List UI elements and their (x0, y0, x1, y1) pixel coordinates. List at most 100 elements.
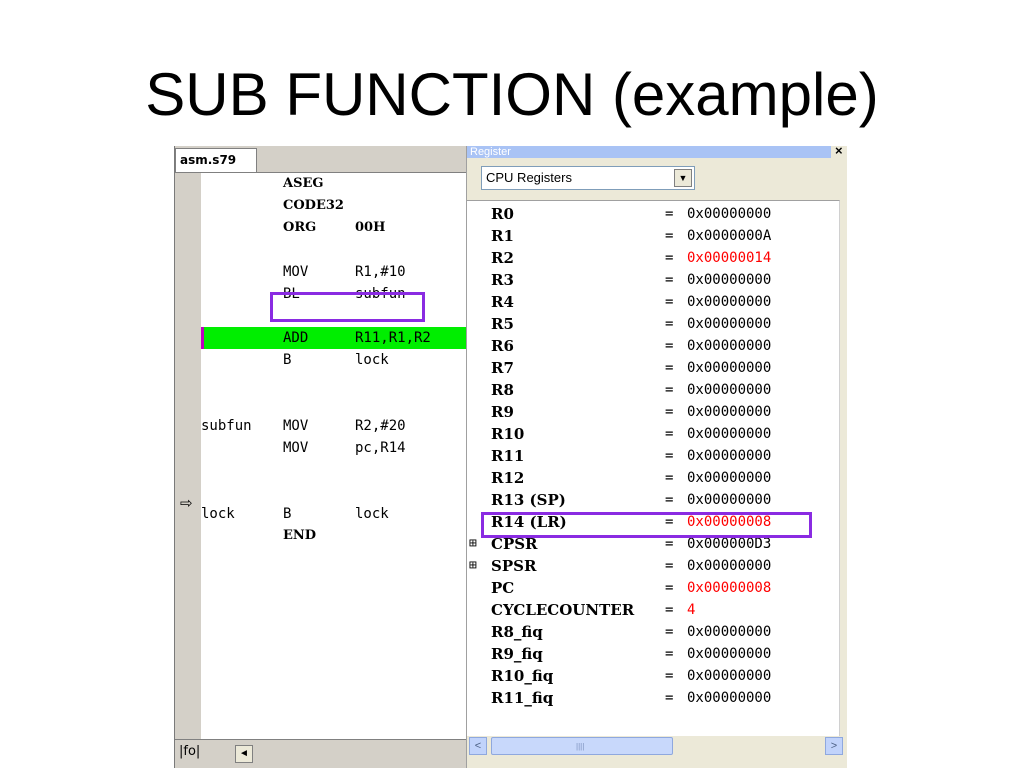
current-line-marker (201, 327, 204, 349)
register-row[interactable]: R11=0x00000000 (467, 445, 839, 467)
register-row[interactable]: R14 (LR) = 0x00000008 (467, 511, 839, 533)
register-value[interactable]: 0x00000000 (687, 360, 772, 376)
register-equals: = (665, 646, 674, 662)
register-view-select[interactable]: CPU Registers ▼ (481, 166, 695, 190)
register-name: R13 (SP) (491, 491, 566, 509)
editor-gutter[interactable] (175, 173, 201, 739)
register-name: R8_fiq (491, 623, 543, 641)
scroll-left-icon[interactable]: ◄ (235, 745, 253, 763)
editor-bottom-tab[interactable]: |fo| (179, 744, 201, 759)
register-row[interactable]: R5=0x00000000 (467, 313, 839, 335)
code-line[interactable] (201, 481, 467, 503)
code-operands: R11,R1,R2 (355, 330, 431, 346)
register-value[interactable]: 0x00000008 (687, 514, 772, 530)
code-line[interactable]: CODE32 (201, 195, 467, 217)
register-row[interactable]: R10_fiq=0x00000000 (467, 665, 839, 687)
register-row[interactable]: R6=0x00000000 (467, 335, 839, 357)
editor-bottom-bar: |fo| ◄ (175, 739, 467, 768)
register-value[interactable]: 0x00000000 (687, 668, 772, 684)
tab-asm-file[interactable]: asm.s79 (175, 148, 257, 172)
register-value[interactable]: 0x00000000 (687, 690, 772, 706)
register-value[interactable]: 0x00000000 (687, 294, 772, 310)
register-titlebar: Register × (467, 146, 847, 158)
bl-instruction-highlight (270, 292, 425, 322)
register-row[interactable]: ⊞CPSR=0x000000D3 (467, 533, 839, 555)
register-row[interactable]: R1=0x0000000A (467, 225, 839, 247)
register-value[interactable]: 0x00000000 (687, 404, 772, 420)
register-row[interactable]: R2=0x00000014 (467, 247, 839, 269)
register-value[interactable]: 0x00000000 (687, 206, 772, 222)
register-value[interactable]: 0x00000014 (687, 250, 772, 266)
register-row[interactable]: R9=0x00000000 (467, 401, 839, 423)
register-equals: = (665, 558, 674, 574)
register-name: SPSR (491, 557, 537, 575)
register-equals: = (665, 448, 674, 464)
code-line[interactable]: END (201, 525, 467, 547)
register-value[interactable]: 0x00000000 (687, 470, 772, 486)
register-row[interactable]: R10=0x00000000 (467, 423, 839, 445)
register-equals: = (665, 514, 674, 530)
close-icon[interactable]: × (835, 146, 843, 158)
register-value[interactable]: 0x0000000A (687, 228, 772, 244)
code-line[interactable]: ASEG (201, 173, 467, 195)
code-opcode: CODE32 (283, 198, 344, 213)
register-equals: = (665, 272, 674, 288)
register-value[interactable]: 4 (687, 602, 696, 618)
register-window-title: Register (467, 146, 831, 158)
scroll-right-icon[interactable]: > (825, 737, 843, 755)
register-value[interactable]: 0x00000000 (687, 646, 772, 662)
register-row[interactable]: ⊞ SPSR = 0x00000000 (467, 555, 839, 577)
register-row[interactable]: R3=0x00000000 (467, 269, 839, 291)
register-equals: = (665, 624, 674, 640)
register-row[interactable]: R8=0x00000000 (467, 379, 839, 401)
expand-plus-icon[interactable]: ⊞ (469, 536, 477, 551)
register-row[interactable]: R0=0x00000000 (467, 203, 839, 225)
register-row[interactable]: PC=0x00000008 (467, 577, 839, 599)
register-equals: = (665, 426, 674, 442)
register-value[interactable]: 0x00000000 (687, 558, 772, 574)
register-value[interactable]: 0x00000000 (687, 448, 772, 464)
register-value[interactable]: 0x000000D3 (687, 536, 772, 552)
register-row[interactable]: R7=0x00000000 (467, 357, 839, 379)
register-equals: = (665, 690, 674, 706)
register-row[interactable]: R9_fiq=0x00000000 (467, 643, 839, 665)
code-line[interactable] (201, 393, 467, 415)
register-row[interactable]: R13 (SP)=0x00000000 (467, 489, 839, 511)
register-name: R0 (491, 205, 514, 223)
scroll-left-icon[interactable]: < (469, 737, 487, 755)
expand-plus-icon[interactable]: ⊞ (469, 558, 477, 573)
register-value[interactable]: 0x00000000 (687, 338, 772, 354)
scroll-thumb[interactable]: |||| (491, 737, 673, 755)
chevron-down-icon[interactable]: ▼ (674, 169, 692, 187)
code-opcode: ORG (283, 220, 317, 235)
register-hscrollbar[interactable]: < |||| > (467, 736, 847, 756)
register-row[interactable]: R8_fiq = 0x00000000 (467, 621, 839, 643)
register-name: R2 (491, 249, 514, 267)
register-row[interactable]: R4=0x00000000 (467, 291, 839, 313)
register-row[interactable]: CYCLECOUNTER=4 (467, 599, 839, 621)
code-line[interactable] (201, 239, 467, 261)
register-value[interactable]: 0x00000000 (687, 624, 772, 640)
register-value[interactable]: 0x00000000 (687, 492, 772, 508)
register-value[interactable]: 0x00000000 (687, 272, 772, 288)
register-value[interactable]: 0x00000000 (687, 426, 772, 442)
code-line[interactable] (201, 459, 467, 481)
register-view-value: CPU Registers (486, 170, 572, 185)
register-value[interactable]: 0x00000000 (687, 316, 772, 332)
register-value[interactable]: 0x00000008 (687, 580, 772, 596)
register-name: R14 (LR) (491, 513, 567, 531)
register-row[interactable]: R11_fiq=0x00000000 (467, 687, 839, 709)
register-row[interactable]: R12=0x00000000 (467, 467, 839, 489)
code-line[interactable] (201, 371, 467, 393)
register-value[interactable]: 0x00000000 (687, 382, 772, 398)
register-equals: = (665, 404, 674, 420)
